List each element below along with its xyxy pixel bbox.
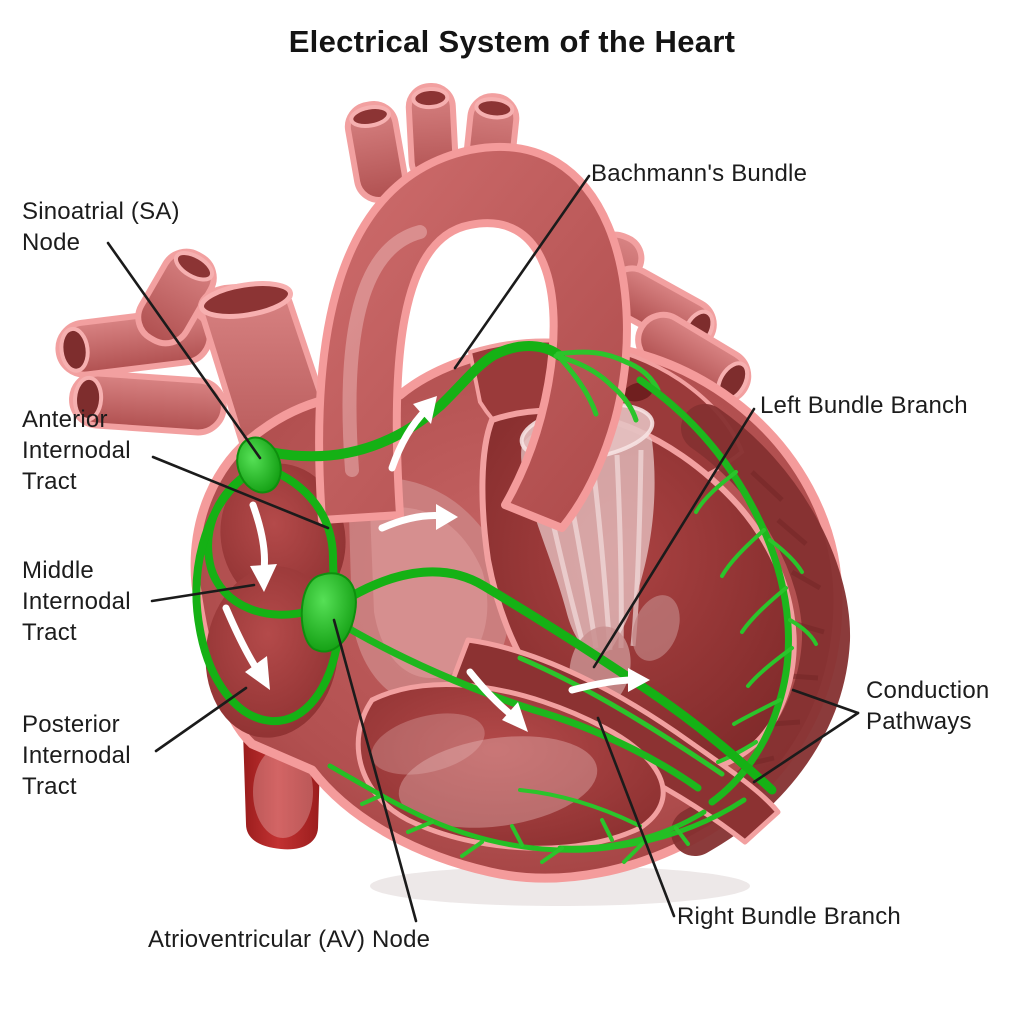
right-bundle-branch-path bbox=[344, 624, 702, 792]
label-anterior-internodal-tract: Anterior Internodal Tract bbox=[22, 406, 131, 495]
purkinje-bottom-fibers bbox=[327, 763, 747, 853]
leader-line-conduction-upper bbox=[791, 688, 860, 715]
left-bundle-inner bbox=[517, 655, 725, 777]
purkinje-right-branches bbox=[694, 470, 818, 764]
label-posterior-internodal-tract: Posterior Internodal Tract bbox=[22, 711, 131, 800]
label-middle-internodal-tract: Middle Internodal Tract bbox=[22, 557, 131, 646]
av-node-shape bbox=[300, 572, 357, 653]
sa-node-shape bbox=[236, 436, 282, 494]
bachmanns-bundle-path bbox=[265, 341, 565, 462]
label-conduction-pathways: Conduction Pathways bbox=[866, 677, 990, 735]
flow-arrow-atrium-upper bbox=[249, 501, 268, 574]
leader-lines bbox=[106, 174, 860, 923]
heart-illustration bbox=[55, 82, 851, 906]
flow-arrowhead-top-center bbox=[436, 504, 458, 530]
label-right-bundle-branch: Right Bundle Branch bbox=[677, 903, 901, 930]
flow-arrow-bachmann bbox=[388, 406, 430, 472]
leader-line-av-node bbox=[332, 618, 418, 923]
conduction-system bbox=[192, 341, 818, 864]
flow-arrows bbox=[222, 396, 650, 732]
bachmanns-bundle-fan bbox=[553, 349, 661, 423]
leader-line-anterior-tract bbox=[151, 455, 330, 530]
purkinje-bottom-twigs bbox=[360, 788, 690, 864]
leader-line-bachmanns-bundle bbox=[453, 174, 591, 370]
label-av-node: Atrioventricular (AV) Node bbox=[148, 926, 431, 953]
leader-line-right-bundle bbox=[596, 716, 676, 918]
leader-line-sa-node bbox=[106, 241, 262, 460]
purkinje-right-stem bbox=[636, 376, 792, 806]
flow-arrowhead-atrium-upper bbox=[250, 564, 277, 592]
flow-arrowhead-center-down bbox=[502, 702, 528, 732]
page-title: Electrical System of the Heart bbox=[288, 24, 736, 59]
leader-line-conduction-lower bbox=[752, 711, 860, 784]
label-bachmanns-bundle: Bachmann's Bundle bbox=[591, 160, 808, 187]
label-left-bundle-branch: Left Bundle Branch bbox=[760, 392, 968, 419]
flow-arrowhead-lv-right bbox=[628, 668, 650, 692]
left-bundle-branch-path bbox=[347, 567, 777, 795]
leader-line-left-bundle bbox=[592, 407, 756, 669]
leader-line-middle-tract bbox=[150, 583, 256, 603]
leader-line-posterior-tract bbox=[154, 686, 248, 753]
label-sa-node: Sinoatrial (SA) Node bbox=[22, 198, 180, 256]
left-pulmonary-veins bbox=[55, 248, 227, 436]
flow-arrowhead-atrium-lower bbox=[245, 656, 270, 690]
heart-shadow bbox=[370, 866, 750, 906]
flow-arrowhead-bachmann bbox=[413, 396, 437, 424]
